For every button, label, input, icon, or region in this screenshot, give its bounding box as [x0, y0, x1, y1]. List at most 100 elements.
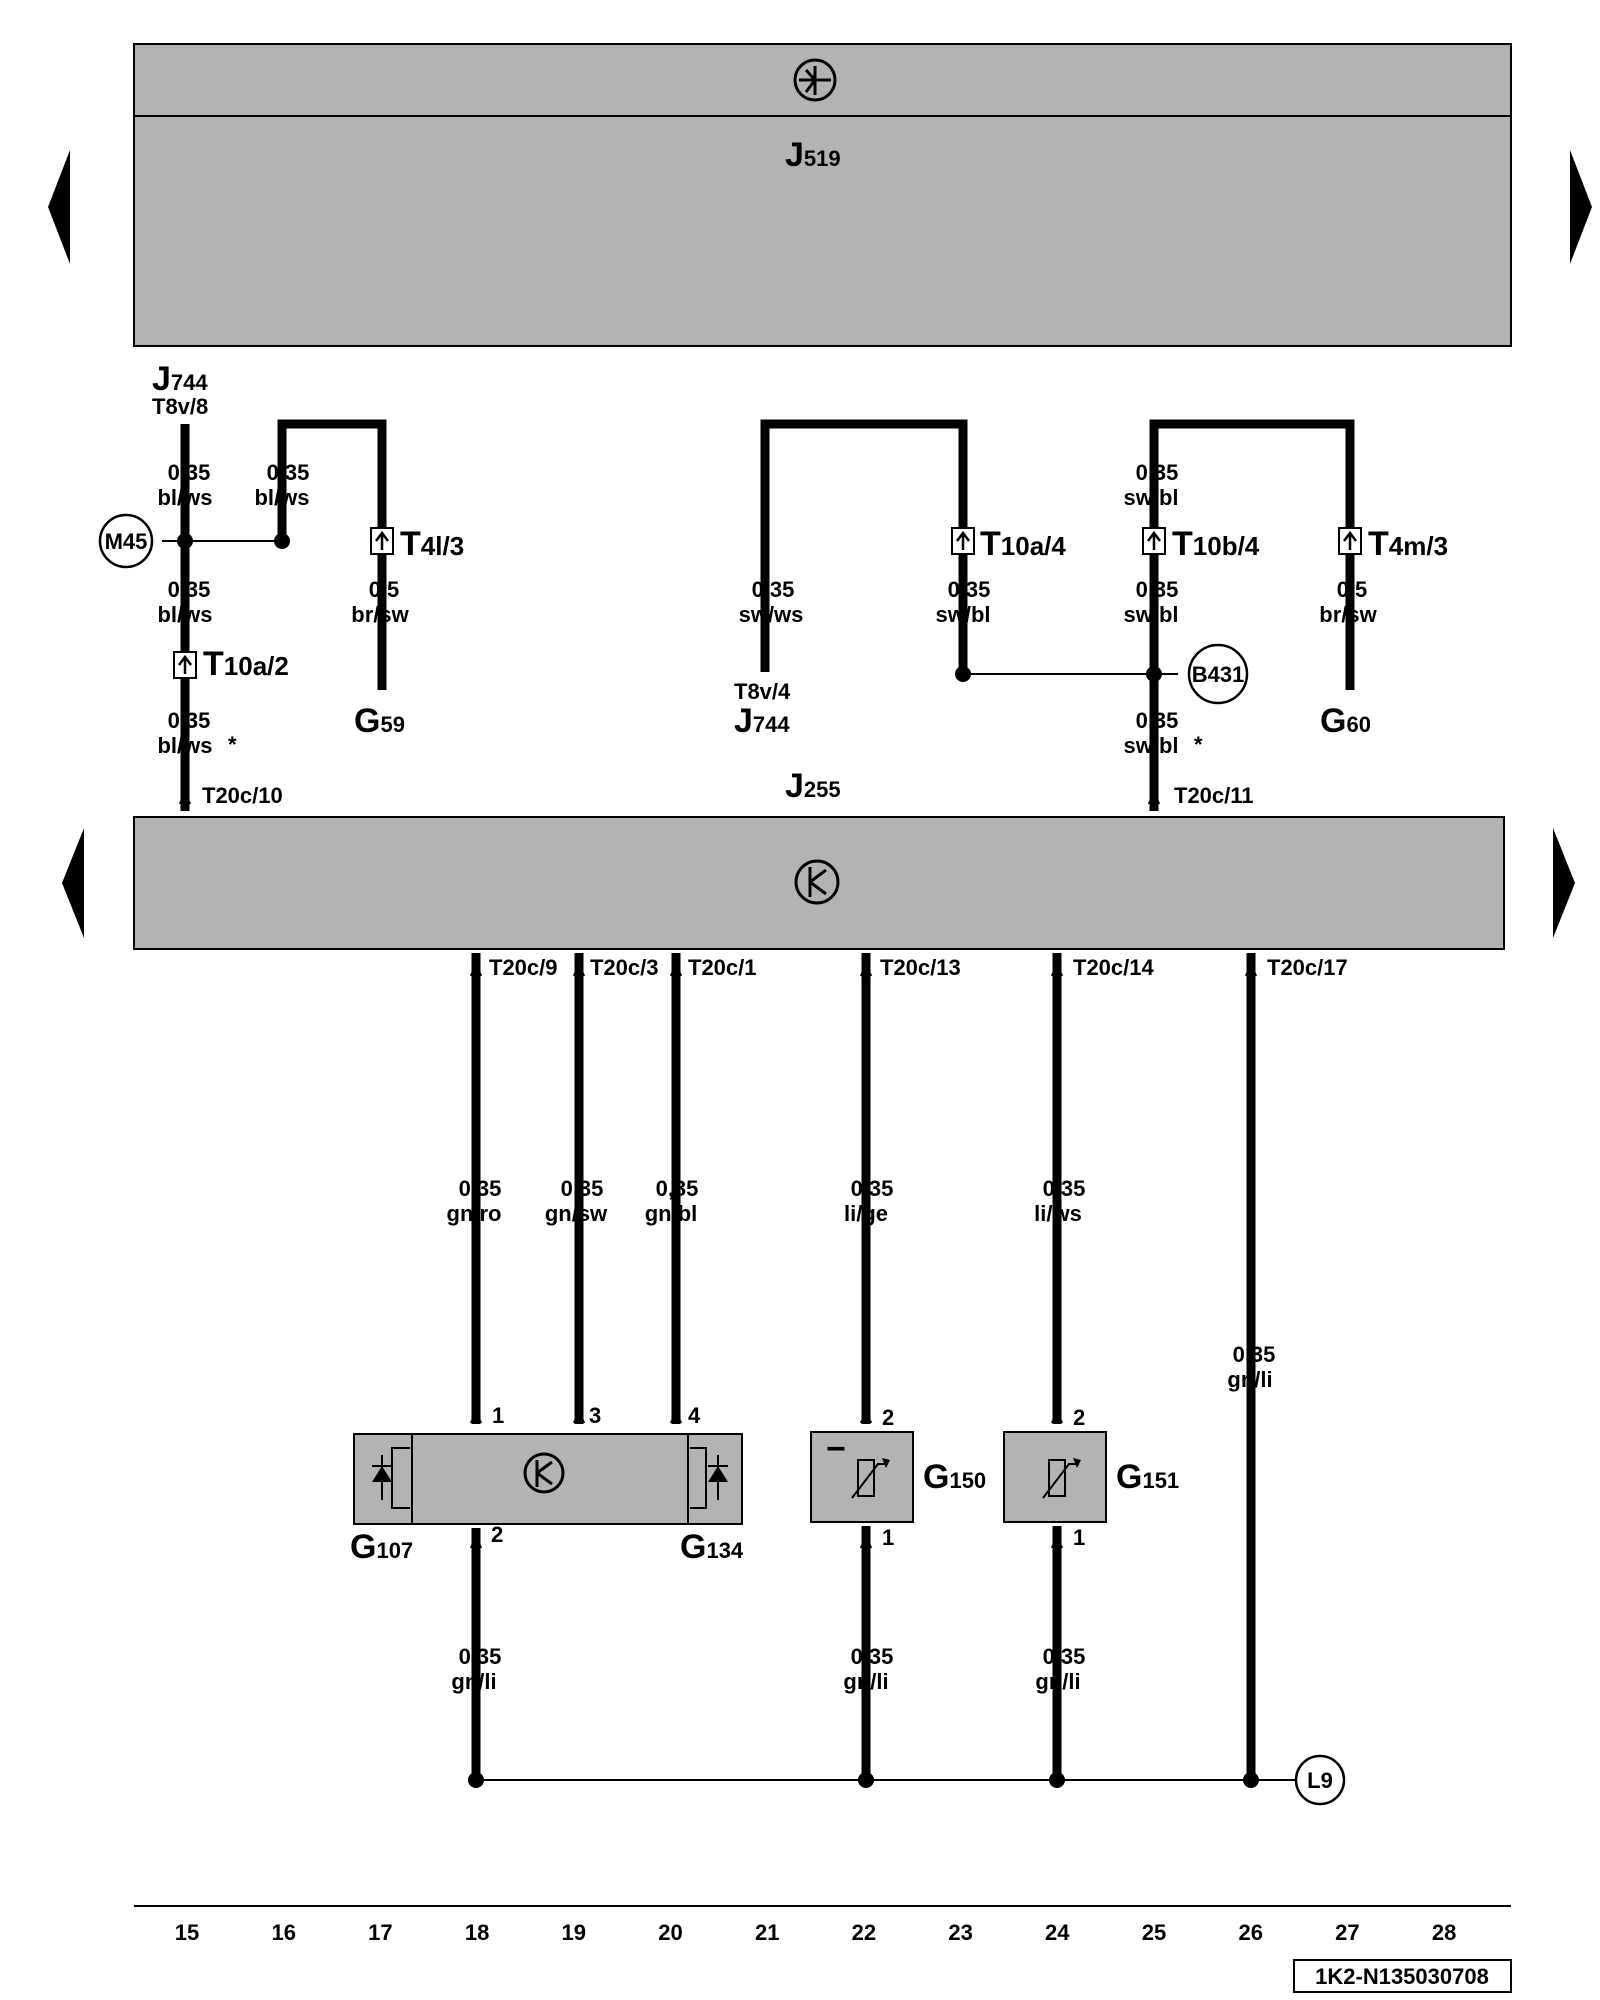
sensor-body — [1003, 1431, 1107, 1523]
wire-color: bl/ws — [157, 602, 212, 627]
track-number: 19 — [562, 1920, 586, 1945]
upper-middle-group: 0,35 sw/ws T8v/4 J744 T10a/4 0,35 sw/bl — [734, 419, 1178, 740]
svg-text:L9: L9 — [1307, 1768, 1333, 1793]
j744-dest-label: J744 — [734, 702, 790, 740]
j519-label: J519 — [785, 136, 841, 174]
sensor-body — [353, 1433, 743, 1525]
wire-size: 0,35 — [459, 1176, 502, 1201]
splice-dot — [1146, 666, 1162, 682]
j519-body — [133, 43, 1512, 347]
wire-color: gn/sw — [545, 1201, 608, 1226]
wire-size: 0,35 — [168, 577, 211, 602]
splice-b431: B431 — [1187, 643, 1249, 705]
connector-icon — [172, 650, 198, 680]
g60-label: G60 — [1320, 702, 1371, 740]
wire-color: bl/ws — [157, 733, 212, 758]
minus-sign: − — [826, 1430, 846, 1468]
track-number: 24 — [1045, 1920, 1070, 1945]
wire-color: br/sw — [351, 602, 409, 627]
footnote-mark: * — [1194, 732, 1203, 757]
wire-size: 0,35 — [1043, 1176, 1086, 1201]
connector-t10b4-label: T10b/4 — [1172, 525, 1260, 563]
wire-color: bl/ws — [254, 485, 309, 510]
wire-color: gn/li — [1227, 1367, 1272, 1392]
terminal-number: 3 — [589, 1403, 601, 1428]
connector-icon — [1337, 526, 1363, 556]
wire-size: 0,5 — [1337, 577, 1368, 602]
j744-source-label: J744 — [152, 360, 208, 398]
j255-module: J255 — [133, 767, 1505, 950]
pin-label: T20c/17 — [1267, 955, 1348, 980]
wire-size: 0,35 — [1136, 708, 1179, 733]
connector-icon — [1141, 526, 1167, 556]
terminal-number: 1 — [492, 1403, 504, 1428]
diagram-id-box: 1K2-N135030708 — [1293, 1959, 1512, 1993]
wire-size: 0,35 — [459, 1644, 502, 1669]
wire-size: 0,5 — [369, 577, 400, 602]
wire-color: li/ws — [1034, 1201, 1082, 1226]
page-next-icon[interactable] — [1570, 150, 1592, 264]
track-number: 20 — [658, 1920, 682, 1945]
j744-pin-label: T8v/8 — [152, 394, 208, 419]
sensor-g151: G151 1 — [1003, 1431, 1179, 1550]
pin-label: T20c/1 — [688, 955, 757, 980]
track-number: 26 — [1238, 1920, 1262, 1945]
track-number: 21 — [755, 1920, 779, 1945]
g151-label: G151 — [1116, 1458, 1179, 1496]
terminal-number: 2 — [1073, 1405, 1085, 1430]
wire-size: 0,35 — [1136, 577, 1179, 602]
wire-col16-17 — [277, 419, 387, 690]
svg-text:B431: B431 — [1192, 662, 1245, 687]
wire-col25-27 — [1149, 419, 1355, 811]
can-bus-icon-j255 — [794, 859, 840, 905]
track-number: 27 — [1335, 1920, 1359, 1945]
wire-size: 0,35 — [752, 577, 795, 602]
wire-color: gn/ro — [447, 1201, 502, 1226]
sensor-g107-g134: G107 G134 2 — [350, 1433, 744, 1566]
g134-label: G134 — [680, 1528, 744, 1566]
track-number: 16 — [271, 1920, 295, 1945]
wire-color: gn/li — [1035, 1669, 1080, 1694]
sensor-g150: − G150 1 — [810, 1430, 986, 1550]
page-prev-icon[interactable] — [48, 150, 70, 264]
diagram-id: 1K2-N135030708 — [1315, 1964, 1489, 1989]
wire-col21-23 — [760, 419, 968, 672]
wire-size: 0,35 — [168, 708, 211, 733]
connector-t10a2-label: T10a/2 — [203, 645, 289, 683]
thermistor-icon — [851, 1458, 890, 1499]
wire-color: sw/bl — [935, 602, 990, 627]
track-number: 15 — [175, 1920, 199, 1945]
wire-color: bl/ws — [157, 485, 212, 510]
wire-size: 0,35 — [851, 1644, 894, 1669]
wire-color: sw/ws — [739, 602, 804, 627]
svg-text:M45: M45 — [105, 529, 148, 554]
g150-label: G150 — [923, 1458, 986, 1496]
wire-size: 0,35 — [1136, 460, 1179, 485]
wire-size: 0,35 — [168, 460, 211, 485]
wire-color: sw/bl — [1123, 602, 1178, 627]
page-prev-icon-lower[interactable] — [62, 828, 84, 938]
splice-l9: L9 — [1294, 1754, 1346, 1806]
wire-color: gn/li — [843, 1669, 888, 1694]
track-number: 17 — [368, 1920, 392, 1945]
wire-size: 0,35 — [656, 1176, 699, 1201]
connector-icon — [950, 526, 976, 556]
pin-label: T20c/13 — [880, 955, 961, 980]
connector-t4m3-label: T4m/3 — [1368, 525, 1448, 563]
ground-network: 0,35 gn/li 0,35 gn/li 0,35 gn/li L9 — [451, 1526, 1346, 1806]
can-bus-icon — [793, 58, 837, 102]
page-next-icon-lower[interactable] — [1553, 828, 1575, 938]
j255-label: J255 — [785, 767, 841, 805]
terminal-number: 2 — [882, 1405, 894, 1430]
terminal-number: 2 — [491, 1522, 503, 1547]
wire-size: 0,35 — [1233, 1342, 1276, 1367]
track-number: 22 — [852, 1920, 876, 1945]
thermistor-icon — [1042, 1458, 1081, 1499]
hall-sensor-icon — [690, 1447, 728, 1509]
connector-t4l3-label: T4l/3 — [400, 525, 464, 563]
terminal-number: 4 — [688, 1403, 701, 1428]
hall-sensor-icon — [372, 1447, 410, 1509]
